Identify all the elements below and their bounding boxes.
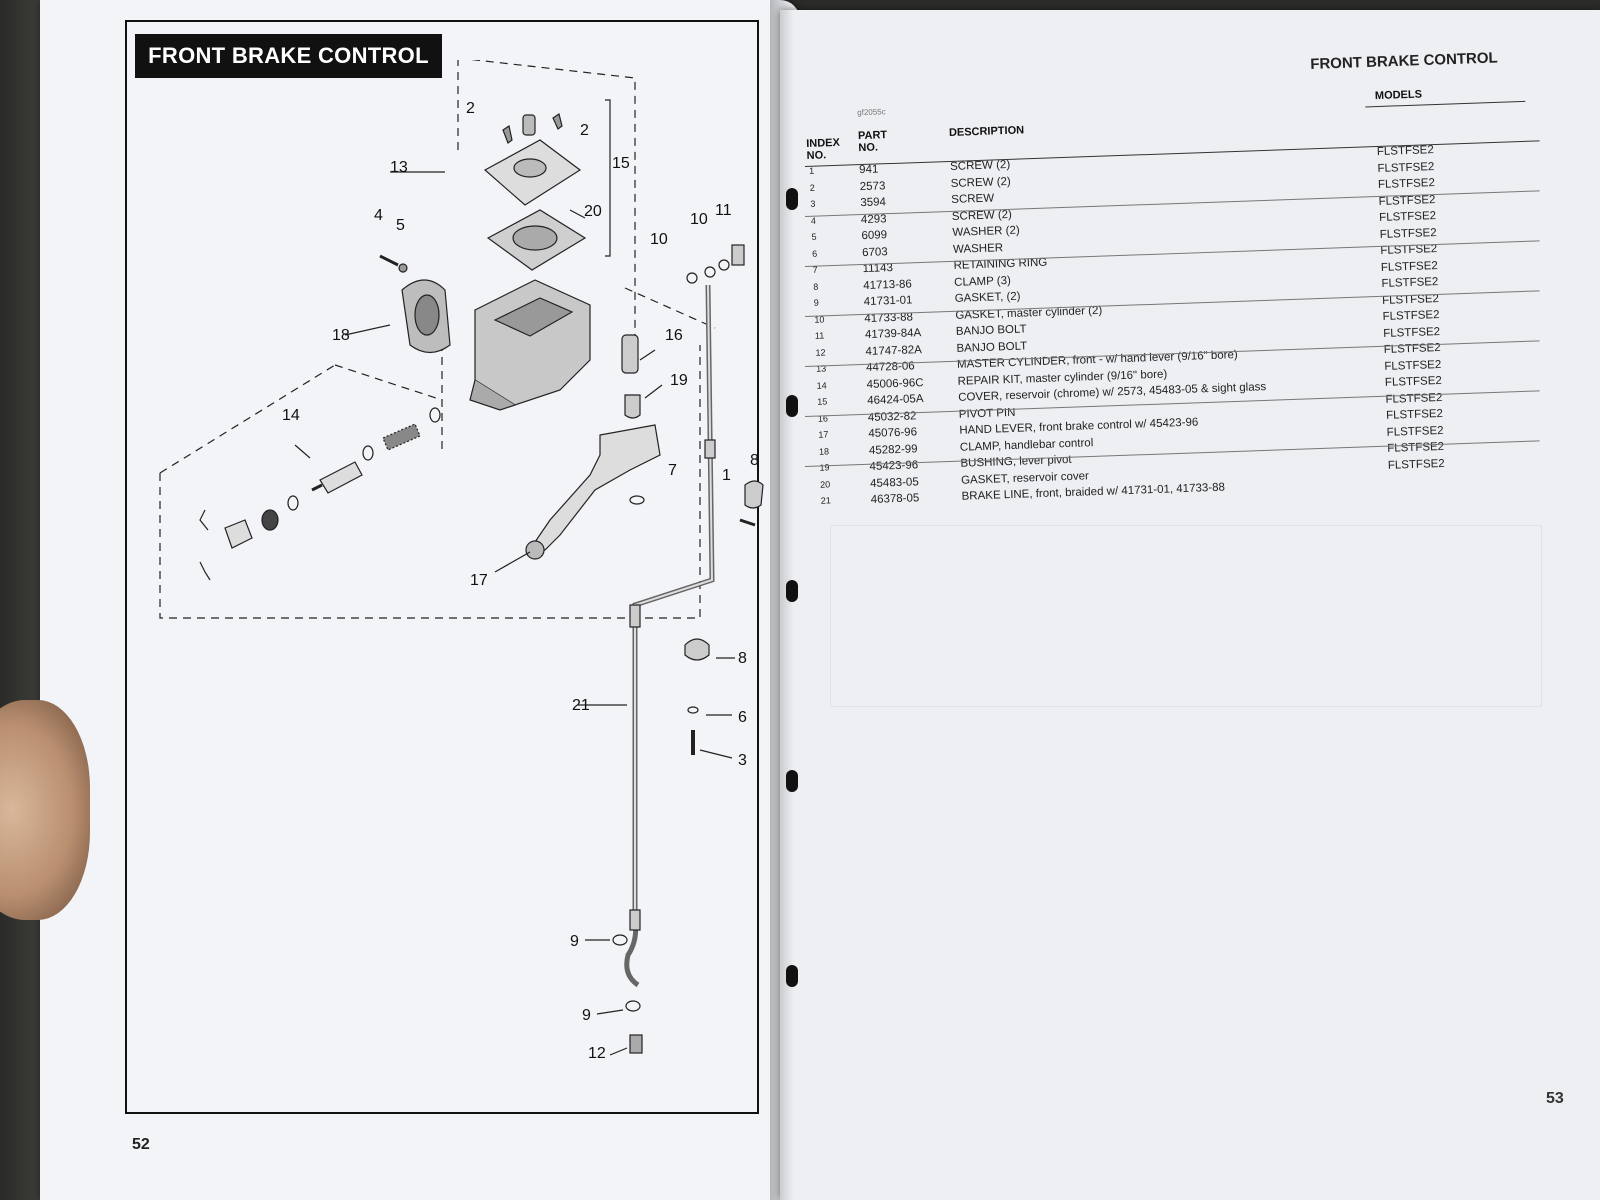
left-page	[40, 0, 800, 1200]
group-14-outline	[159, 345, 701, 619]
callout-2b: 2	[580, 122, 589, 139]
binding-hole	[786, 395, 798, 417]
callout-20: 20	[584, 203, 602, 220]
callout-6: 6	[738, 709, 747, 726]
right-page	[780, 10, 1600, 1200]
callout-11: 11	[715, 202, 732, 219]
callout-5: 5	[396, 217, 405, 234]
callout-7: 7	[668, 462, 677, 479]
header-part: PART NO.	[857, 129, 888, 155]
binding-hole	[786, 965, 798, 987]
header-index: INDEX NO.	[806, 136, 841, 162]
callout-8b: 8	[738, 650, 747, 667]
callout-13: 13	[390, 159, 408, 176]
thumb	[0, 700, 90, 920]
brake-line	[624, 284, 715, 988]
callout-12: 12	[588, 1045, 606, 1062]
callout-16: 16	[665, 327, 683, 344]
callout-8a: 8	[750, 452, 759, 469]
master-cylinder-body	[474, 279, 591, 406]
callout-21: 21	[572, 697, 590, 714]
binding-hole	[786, 188, 798, 210]
callout-4: 4	[374, 207, 383, 224]
hand-lever	[534, 424, 661, 551]
left-page-number: 52	[132, 1136, 150, 1153]
right-page-number: 53	[1546, 1090, 1564, 1107]
binding-hole	[786, 770, 798, 792]
callout-14: 14	[282, 407, 300, 424]
exploded-parts-diagram: 2 2 13 15 20 4 5 18 10 10 11 14 16 19 7 …	[159, 60, 764, 1062]
callout-10a: 10	[650, 231, 668, 248]
callout-2a: 2	[466, 100, 475, 117]
header-models: MODELS	[1374, 88, 1423, 103]
group-15-outline	[470, 60, 636, 350]
callout-10b: 10	[690, 211, 708, 228]
callout-17: 17	[470, 572, 488, 589]
blank-area	[830, 525, 1542, 707]
left-page-title: FRONT BRAKE CONTROL	[135, 34, 442, 78]
callout-9a: 9	[570, 933, 579, 950]
binding-hole	[786, 580, 798, 602]
figure-ref: gf2055c	[857, 107, 886, 118]
callout-3: 3	[738, 752, 747, 769]
callout-15: 15	[612, 155, 630, 172]
callout-1: 1	[722, 467, 731, 484]
callout-19: 19	[670, 372, 688, 389]
callout-9b: 9	[582, 1007, 591, 1024]
callout-18: 18	[332, 327, 350, 344]
left-page-frame	[125, 20, 759, 1114]
